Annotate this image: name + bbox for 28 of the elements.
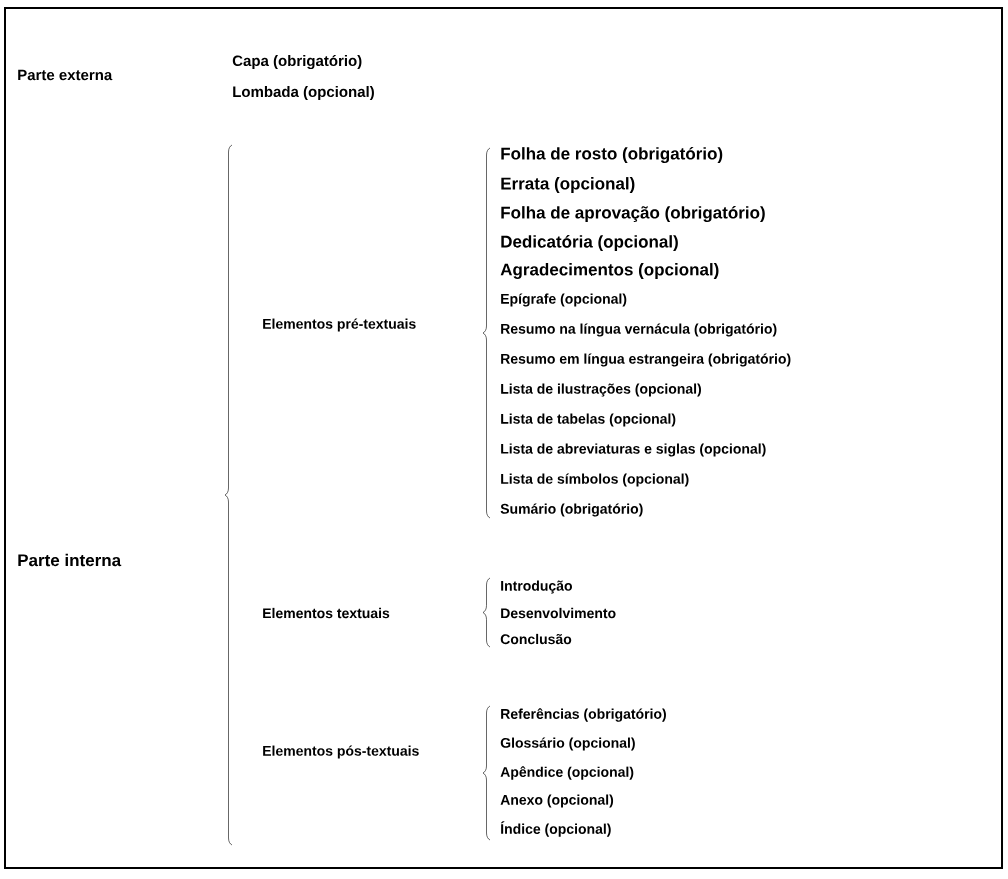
label-text: Agradecimentos (opcional) [500,263,719,279]
label-text: Resumo na língua vernácula (obrigatório) [501,323,777,337]
label-text: Lista de tabelas (opcional) [501,413,676,427]
label-text: Referências (obrigatório) [501,708,666,722]
label-text: Elementos pós-textuais [263,745,419,759]
label-text: Elementos textuais [263,607,390,619]
label-text: Lista de ilustrações (opcional) [501,383,701,397]
label-text: Lista de símbolos (opcional) [501,473,689,487]
label-text: Índice (opcional) [500,821,611,837]
label-text: Conclusão [500,633,572,645]
label-text: Folha de aprovação (obrigatório) [501,205,765,223]
label-text: Folha de rosto (obrigatório) [501,146,723,164]
label-text: Elementos pré-textuais [263,318,416,332]
label-text: Parte interna [18,553,122,567]
label-text: Lombada (opcional) [233,86,374,100]
label-text: Sumário (obrigatório) [500,503,643,517]
label-text: Apêndice (opcional) [500,766,634,780]
label-text: Epígrafe (opcional) [501,293,627,307]
label-text: Glossário (opcional) [500,737,635,751]
label-text: Introdução [501,580,572,594]
label-text: Desenvolvimento [501,607,616,619]
label-text: Parte externa [18,69,113,81]
label-text: Capa (obrigatório) [232,54,362,70]
label-text: Lista de abreviaturas e siglas (opcional) [501,443,766,457]
label-text: Anexo (opcional) [500,794,614,808]
label-text: Resumo em língua estrangeira (obrigatório) [501,353,791,367]
label-text: Errata (opcional) [501,177,635,193]
label-text: Dedicatória (opcional) [501,235,678,251]
